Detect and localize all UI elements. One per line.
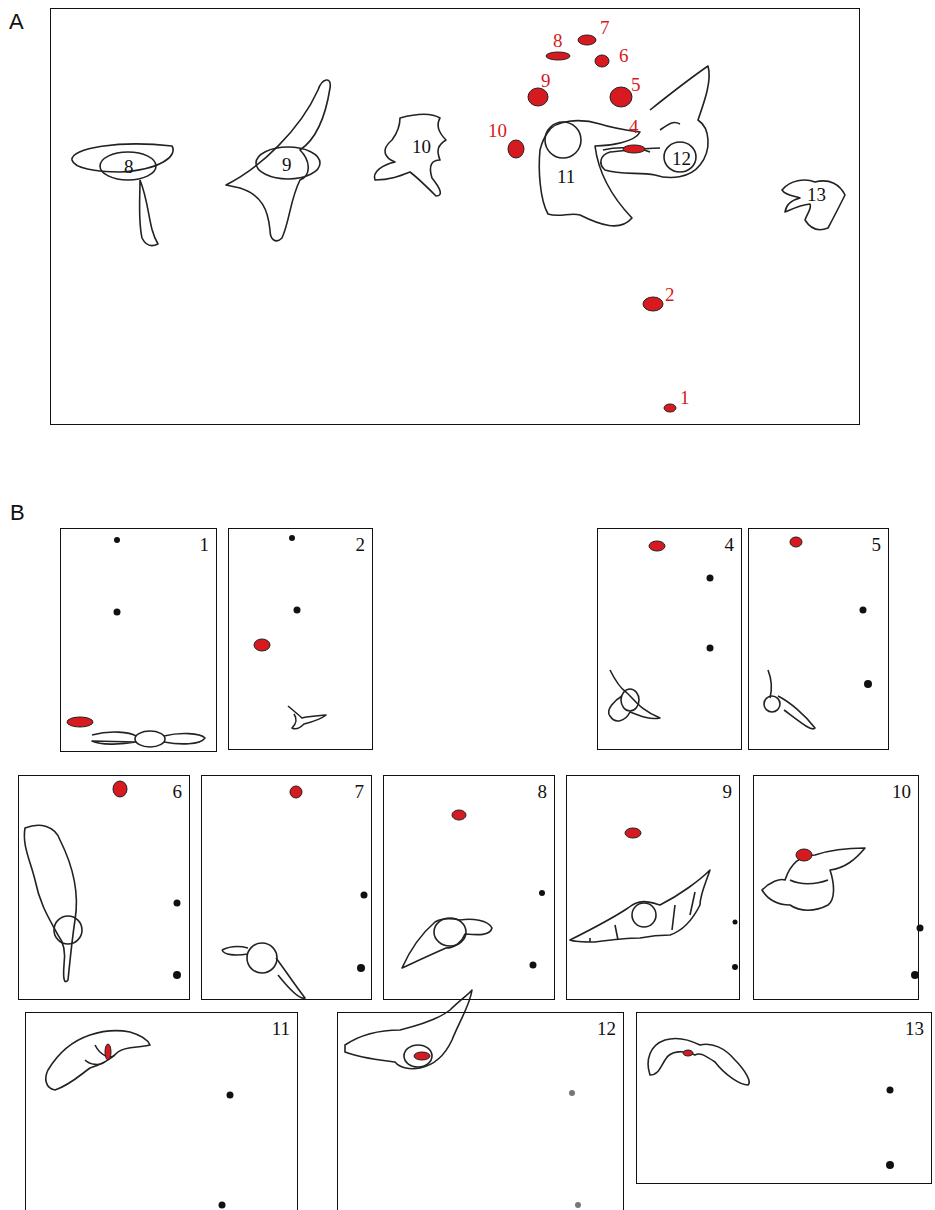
marker-number: 4 [629, 117, 639, 136]
frame-panel: 7 [201, 775, 372, 1000]
panel-letter: B [10, 502, 25, 524]
frame-panel: 9 [566, 775, 740, 1000]
frame-panel: 10 [753, 775, 919, 1000]
marker-number: 1 [680, 388, 690, 407]
marker-number: 5 [631, 75, 641, 94]
panel-frame: A8910111213 [50, 8, 860, 425]
marker-number: 9 [541, 71, 551, 90]
frame-panel: 2 [228, 528, 373, 750]
marker-number: 7 [600, 18, 610, 37]
frame-panel: 5 [748, 528, 889, 750]
bat-outline: 11 [555, 166, 577, 187]
frame-number: 10 [892, 782, 911, 801]
bat-outline: 9 [280, 154, 294, 175]
frame-number: 13 [807, 185, 826, 204]
tracking-dots [114, 535, 924, 1209]
red-markers-b [67, 537, 812, 1060]
bat-sketches-b [24, 670, 865, 1090]
frame-number: 1 [200, 535, 210, 554]
frame-number: 7 [355, 782, 365, 801]
marker-number: 10 [488, 121, 507, 140]
bat-outline: 10 [410, 136, 433, 157]
panel-letter: A [9, 11, 24, 33]
frame-number: 4 [725, 535, 735, 554]
bat-outline: 12 [670, 148, 693, 169]
frame-number: 9 [723, 782, 733, 801]
bat-outline: 13 [805, 184, 828, 205]
frame-number: 2 [356, 535, 366, 554]
frame-number: 8 [124, 157, 134, 176]
frame-number: 12 [597, 1019, 616, 1038]
marker-number: 2 [665, 285, 675, 304]
frame-panel: 8 [383, 775, 555, 1000]
marker-number: 6 [619, 46, 629, 65]
frame-panel: 11 [25, 1012, 298, 1210]
frame-number: 5 [872, 535, 882, 554]
frame-panel: 12 [337, 1012, 624, 1210]
bat-outline: 8 [122, 156, 136, 177]
frame-number: 6 [173, 782, 183, 801]
frame-number: 11 [557, 167, 575, 186]
frame-panel: 6 [18, 775, 190, 1000]
frame-number: 10 [412, 137, 431, 156]
marker-number: 8 [553, 31, 563, 50]
frame-number: 12 [672, 149, 691, 168]
frame-number: 8 [538, 782, 548, 801]
frame-panel: 13 [636, 1012, 932, 1184]
frame-number: 13 [905, 1019, 924, 1038]
frame-number: 9 [282, 155, 292, 174]
red-markers-a [508, 35, 676, 412]
frame-panel: 4 [597, 528, 742, 750]
bat-outlines-a [72, 66, 845, 246]
frame-panel: 1 [60, 528, 217, 752]
frame-number: 11 [272, 1019, 290, 1038]
